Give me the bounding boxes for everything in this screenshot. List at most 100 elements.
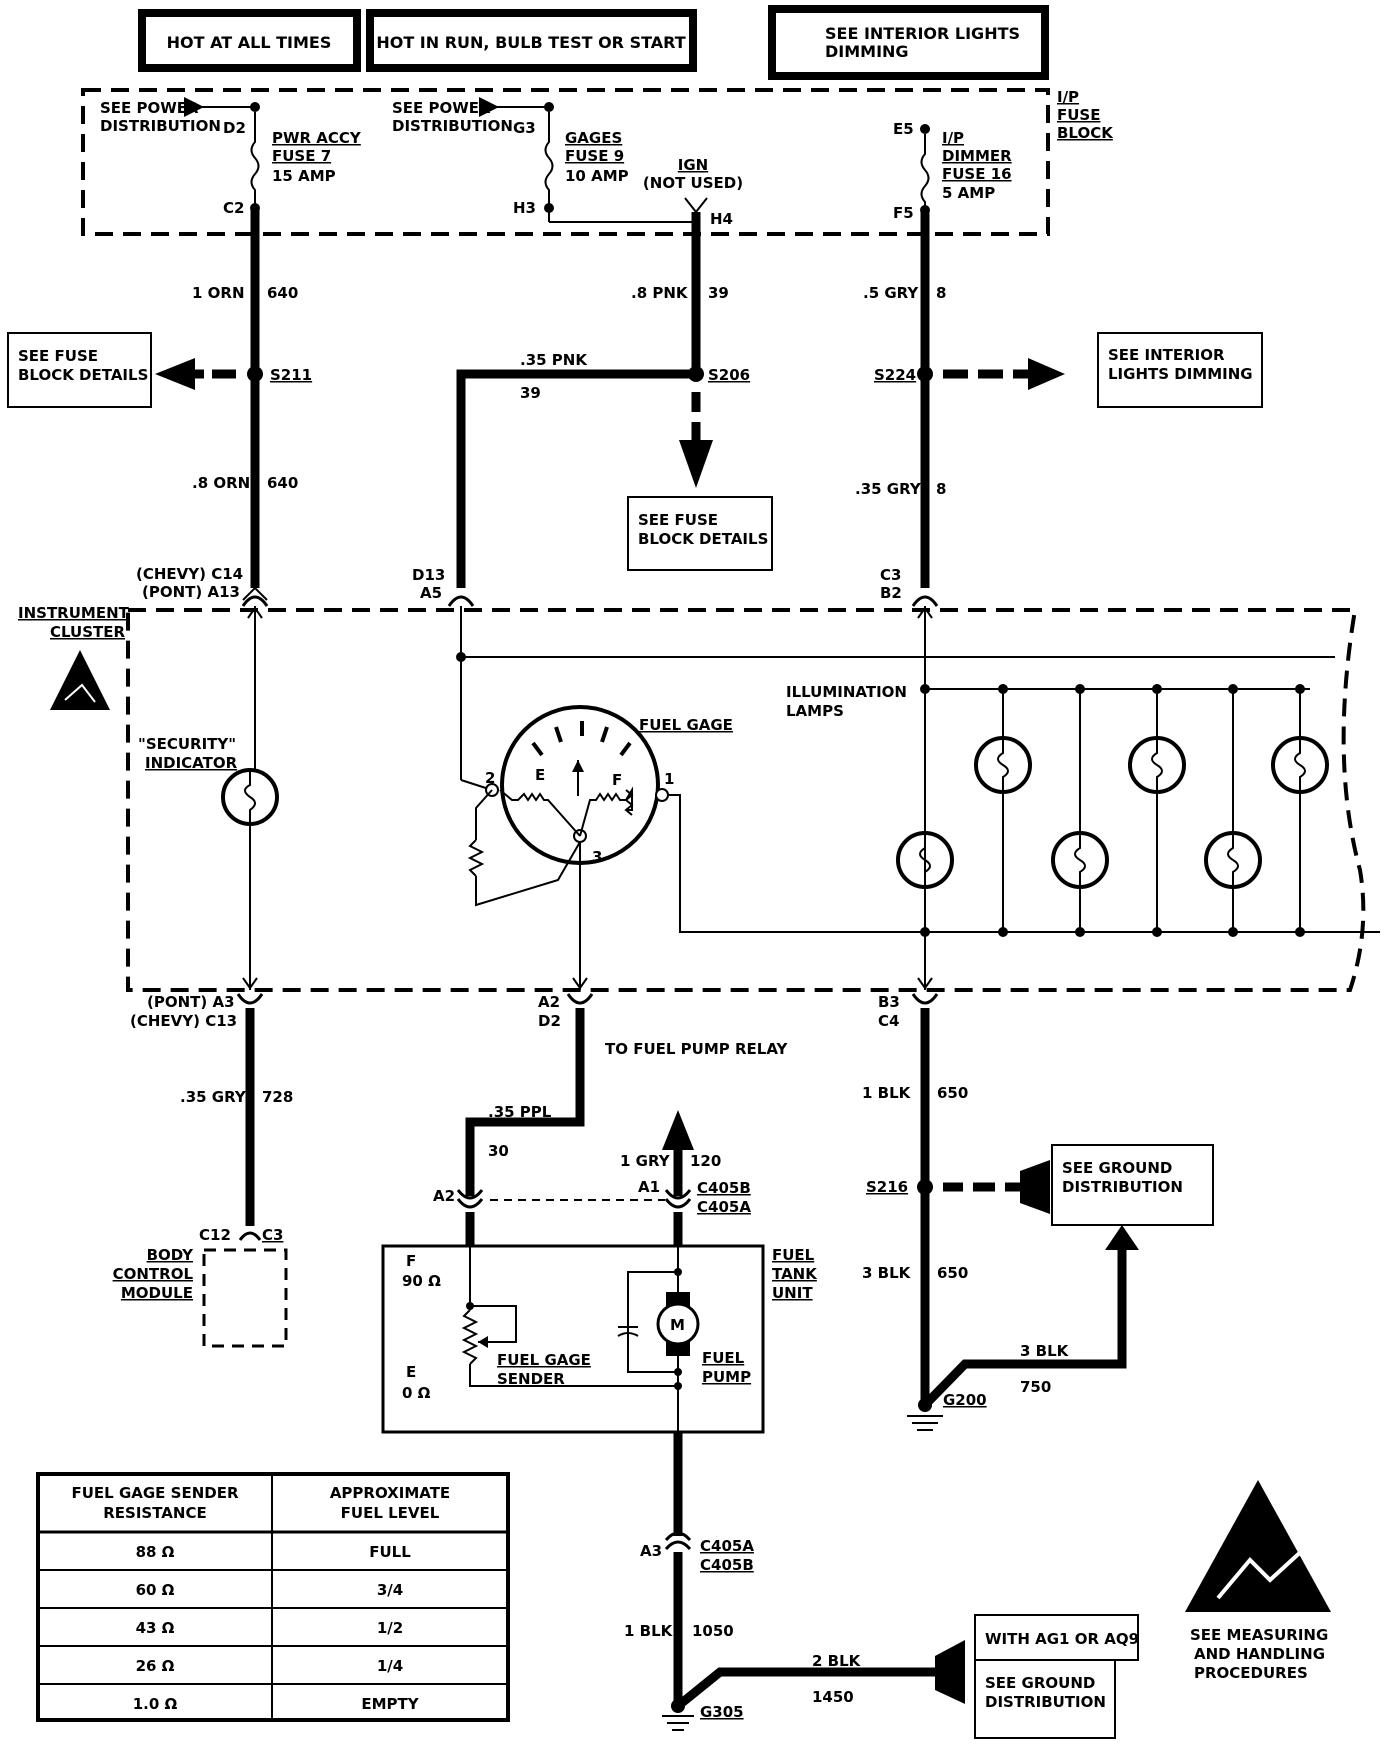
svg-text:C405A: C405A: [697, 1198, 751, 1216]
table-cell: 1/2: [377, 1619, 403, 1637]
svg-text:750: 750: [1020, 1378, 1051, 1396]
svg-text:E: E: [406, 1363, 416, 1381]
cluster-connectors-top: (CHEVY) C14 (PONT) A13 D13 A5 C3 B2: [136, 565, 939, 607]
ground-g305: G305: [662, 1699, 744, 1731]
svg-text:AND HANDLING: AND HANDLING: [1194, 1645, 1325, 1663]
svg-text:3 BLK: 3 BLK: [1020, 1342, 1070, 1360]
svg-text:.8 ORN: .8 ORN: [192, 474, 250, 492]
svg-text:DIMMING: DIMMING: [825, 42, 909, 61]
wire-750: 3 BLK 750: [921, 1225, 1139, 1409]
svg-text:.8 PNK: .8 PNK: [631, 284, 689, 302]
svg-text:G305: G305: [700, 1703, 744, 1721]
svg-text:DISTRIBUTION: DISTRIBUTION: [985, 1693, 1106, 1711]
svg-text:PWR ACCY: PWR ACCY: [272, 129, 362, 147]
svg-text:640: 640: [267, 474, 298, 492]
table-header-fuel-2: FUEL LEVEL: [341, 1504, 440, 1522]
svg-text:.35 PNK: .35 PNK: [520, 351, 588, 369]
wire-39: .8 PNK 39 .35 PNK 39: [456, 212, 729, 588]
svg-text:BLOCK DETAILS: BLOCK DETAILS: [18, 366, 148, 384]
cluster-connectors-bottom: (PONT) A3 (CHEVY) C13 A2 D2 B3 C4: [130, 993, 939, 1030]
wire-640: 1 ORN 640 .8 ORN 640: [192, 210, 298, 588]
lamp-2: [974, 684, 1032, 937]
svg-text:E: E: [535, 766, 545, 784]
svg-text:90 Ω: 90 Ω: [402, 1272, 441, 1290]
svg-text:G200: G200: [943, 1391, 987, 1409]
svg-text:S216: S216: [866, 1178, 908, 1196]
svg-text:DISTRIBUTION: DISTRIBUTION: [392, 117, 513, 135]
svg-text:F: F: [612, 771, 622, 789]
resistance-table: FUEL GAGE SENDER RESISTANCE APPROXIMATE …: [36, 1472, 510, 1722]
svg-text:CLUSTER: CLUSTER: [50, 623, 125, 641]
svg-text:SEE FUSE: SEE FUSE: [638, 511, 718, 529]
header-see-interior-lights-dimming: SEE INTERIOR LIGHTS DIMMING: [768, 5, 1049, 80]
svg-text:120: 120: [690, 1152, 721, 1170]
svg-text:(CHEVY) C13: (CHEVY) C13: [130, 1012, 237, 1030]
lamp-1: [896, 831, 954, 889]
svg-text:DISTRIBUTION: DISTRIBUTION: [100, 117, 221, 135]
table-cell: 3/4: [377, 1581, 403, 1599]
svg-text:B2: B2: [880, 584, 902, 602]
callout-ground-distribution-bottom: SEE GROUND DISTRIBUTION: [974, 1659, 1116, 1739]
splice-s206: S206: [679, 366, 750, 488]
esd-warning-icon: [1185, 1480, 1331, 1612]
svg-text:C405A: C405A: [700, 1537, 754, 1555]
svg-text:728: 728: [262, 1088, 293, 1106]
svg-text:DISTRIBUTION: DISTRIBUTION: [1062, 1178, 1183, 1196]
lamp-4: [1128, 684, 1186, 937]
svg-text:UNIT: UNIT: [772, 1284, 813, 1302]
svg-text:1 GRY: 1 GRY: [620, 1152, 671, 1170]
table-cell: 43 Ω: [136, 1619, 175, 1637]
svg-text:640: 640: [267, 284, 298, 302]
svg-text:S206: S206: [708, 366, 750, 384]
svg-text:8: 8: [936, 480, 946, 498]
svg-text:39: 39: [708, 284, 729, 302]
svg-text:ILLUMINATION: ILLUMINATION: [786, 683, 907, 701]
svg-text:.35 GRY: .35 GRY: [855, 480, 922, 498]
svg-text:C4: C4: [878, 1012, 899, 1030]
wire-1450: 2 BLK 1450: [675, 1640, 965, 1710]
svg-text:F: F: [406, 1252, 416, 1270]
svg-text:H3: H3: [513, 199, 536, 217]
fuse-block: I/P FUSE BLOCK SEE POWER DISTRIBUTION D2…: [81, 88, 1114, 236]
svg-text:FUEL GAGE: FUEL GAGE: [497, 1351, 591, 1369]
svg-text:G3: G3: [513, 119, 536, 137]
svg-text:SEE INTERIOR LIGHTS: SEE INTERIOR LIGHTS: [825, 24, 1020, 43]
svg-text:D13: D13: [412, 566, 445, 584]
svg-text:3: 3: [592, 848, 602, 866]
svg-text:39: 39: [520, 384, 541, 402]
svg-text:FUSE: FUSE: [1057, 106, 1100, 124]
svg-text:H4: H4: [710, 210, 733, 228]
lamp-5: [1204, 684, 1262, 937]
table-cell: 26 Ω: [136, 1657, 175, 1675]
svg-text:.35 GRY: .35 GRY: [180, 1088, 247, 1106]
ground-g200: G200: [907, 1391, 987, 1431]
table-cell: 60 Ω: [136, 1581, 175, 1599]
svg-text:GAGES: GAGES: [565, 129, 622, 147]
table-header-fuel-1: APPROXIMATE: [330, 1484, 450, 1502]
svg-text:"SECURITY": "SECURITY": [138, 735, 236, 753]
svg-text:D2: D2: [223, 119, 246, 137]
wire-8: .5 GRY 8 .35 GRY 8: [855, 212, 946, 588]
svg-text:FUSE 16: FUSE 16: [942, 165, 1012, 183]
svg-text:TANK: TANK: [772, 1265, 818, 1283]
svg-text:(PONT) A3: (PONT) A3: [147, 993, 235, 1011]
table-cell: 1.0 Ω: [133, 1695, 178, 1713]
svg-text:1 ORN: 1 ORN: [192, 284, 245, 302]
svg-text:C3: C3: [880, 566, 901, 584]
svg-text:S224: S224: [874, 366, 916, 384]
svg-text:1 BLK: 1 BLK: [862, 1084, 912, 1102]
wire-1050: A3 C405A C405B 1 BLK 1050: [624, 1432, 754, 1706]
table-header-resistance-1: FUEL GAGE SENDER: [71, 1484, 238, 1502]
table-cell: EMPTY: [361, 1695, 419, 1713]
wire-728: .35 GRY 728: [180, 1008, 293, 1241]
body-control-module: C12 C3 BODY CONTROL MODULE: [113, 1226, 288, 1348]
svg-text:D2: D2: [538, 1012, 561, 1030]
svg-text:C12: C12: [199, 1226, 231, 1244]
svg-text:I/P: I/P: [942, 129, 964, 147]
svg-text:B3: B3: [878, 993, 900, 1011]
svg-text:30: 30: [488, 1142, 509, 1160]
svg-text:FUEL: FUEL: [702, 1349, 745, 1367]
svg-text:HOT AT ALL TIMES: HOT AT ALL TIMES: [167, 33, 332, 52]
svg-text:WITH AG1 OR AQ9: WITH AG1 OR AQ9: [985, 1630, 1139, 1648]
